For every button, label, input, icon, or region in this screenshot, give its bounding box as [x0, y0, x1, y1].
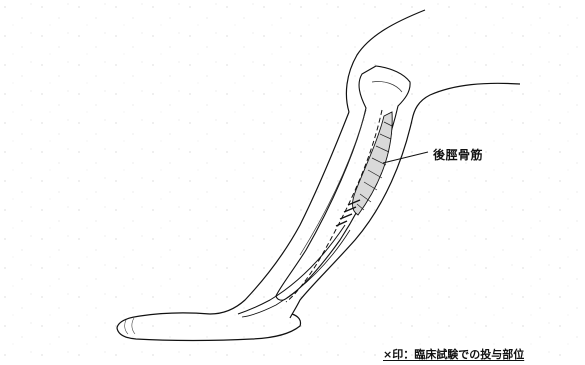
muscle-label: 後脛骨筋: [433, 146, 483, 163]
injection-site-caption: ×印：臨床試験での投与部位: [383, 346, 524, 362]
